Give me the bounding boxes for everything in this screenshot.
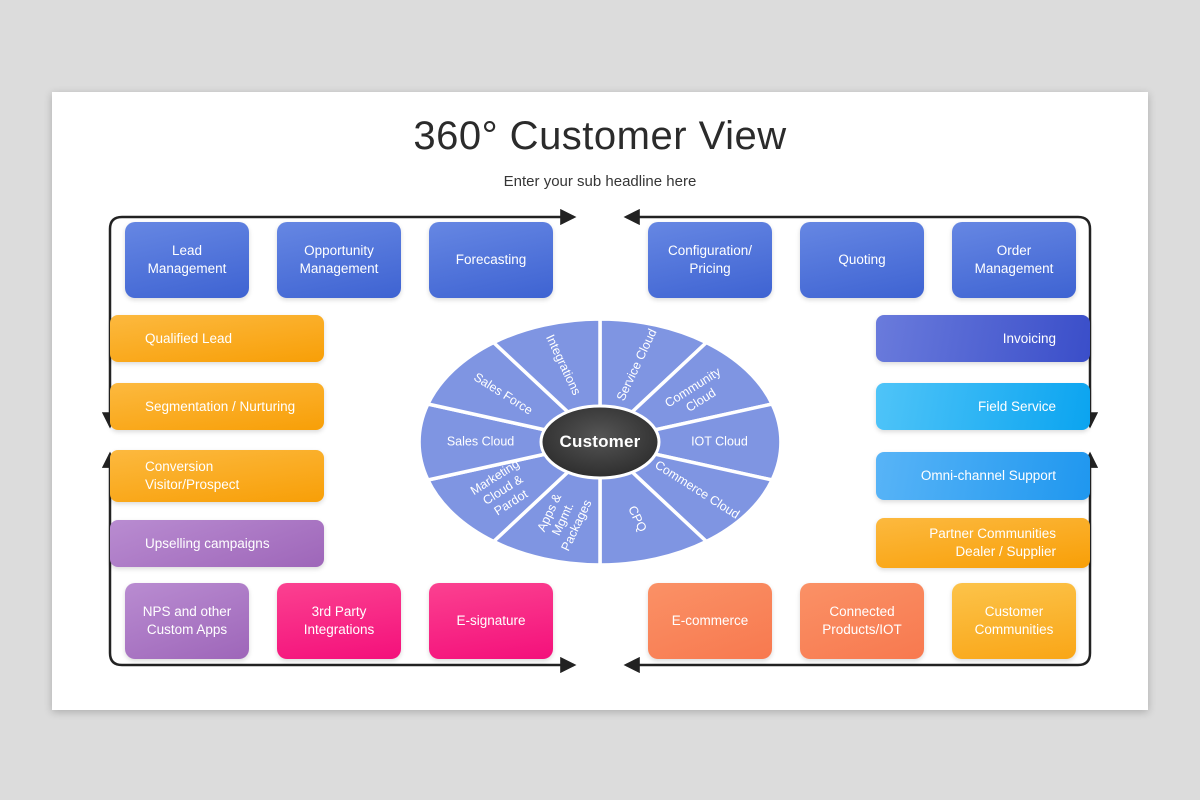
box-quoting[interactable]: Quoting	[800, 222, 924, 298]
page-subtitle: Enter your sub headline here	[503, 173, 697, 190]
box-segmentation-nurturing[interactable]: Segmentation / Nurturing	[110, 383, 324, 430]
box-opportunity-management[interactable]: Opportunity Management	[277, 222, 401, 298]
box-qualified-lead[interactable]: Qualified Lead	[110, 315, 324, 362]
customer-center-shape[interactable]	[539, 404, 661, 480]
box-partner-communities-dealer-supplier[interactable]: Partner Communities Dealer / Supplier	[876, 518, 1090, 568]
box-e-commerce[interactable]: E-commerce	[648, 583, 772, 659]
frame-arrow-top-left	[101, 208, 577, 429]
box-e-signature[interactable]: E-signature	[429, 583, 553, 659]
box-connected-products-iot[interactable]: Connected Products/IOT	[800, 583, 924, 659]
page-title: 360° Customer View	[413, 114, 787, 158]
pie-wedge-sales-cloud[interactable]	[417, 402, 602, 482]
box-conversion-visitor-prospect[interactable]: Conversion Visitor/Prospect	[110, 450, 324, 502]
frame-arrow-bottom-right	[623, 451, 1099, 674]
box-nps-and-other-custom-apps[interactable]: NPS and other Custom Apps	[125, 583, 249, 659]
box-customer-communities[interactable]: Customer Communities	[952, 583, 1076, 659]
frame-arrow-bottom-left	[101, 451, 577, 674]
box-configuration-pricing[interactable]: Configuration/ Pricing	[648, 222, 772, 298]
box-field-service[interactable]: Field Service	[876, 383, 1090, 430]
box-3rd-party-integrations[interactable]: 3rd Party Integrations	[277, 583, 401, 659]
pie-wedge-iot-cloud[interactable]	[598, 402, 783, 482]
box-invoicing[interactable]: Invoicing	[876, 315, 1090, 362]
frame-arrow-top-right	[623, 208, 1099, 429]
customer-center-label: Customer	[559, 432, 641, 451]
box-forecasting[interactable]: Forecasting	[429, 222, 553, 298]
flow-arrow-frame	[101, 208, 1099, 674]
box-lead-management[interactable]: Lead Management	[125, 222, 249, 298]
box-upselling-campaigns[interactable]: Upselling campaigns	[110, 520, 324, 567]
box-order-management[interactable]: Order Management	[952, 222, 1076, 298]
box-omni-channel-support[interactable]: Omni-channel Support	[876, 452, 1090, 500]
